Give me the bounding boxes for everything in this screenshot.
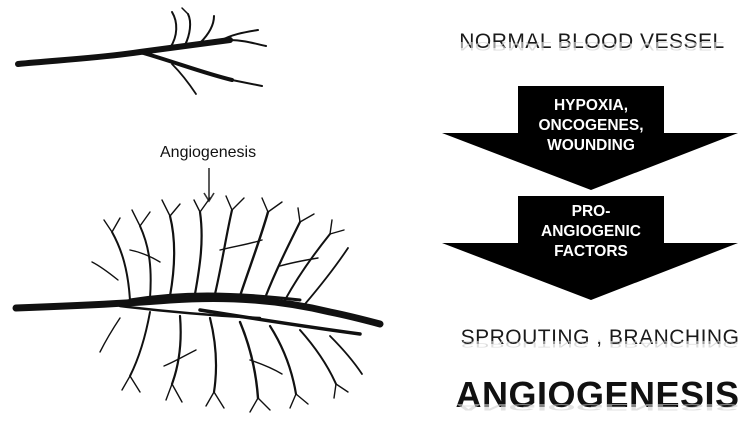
step2-text: PRO- ANGIOGENIC FACTORS [518,202,664,262]
step1-line3: WOUNDING [518,136,664,156]
step2-line3: FACTORS [518,242,664,262]
step2-line2: ANGIOGENIC [518,222,664,242]
normal-vessel [18,8,266,94]
normal-vessel-title-reflection: NORMAL BLOOD VESSEL [442,39,742,52]
step1-line2: ONCOGENES, [518,116,664,136]
angiogenesis-arrow [204,168,214,201]
sprouting-vessel [16,196,380,412]
angiogenesis-label: Angiogenesis [160,144,256,162]
sprouting-branching-reflection: SPROUTING , BRANCHING [450,338,750,349]
step1-line1: HYPOXIA, [518,96,664,116]
angiogenesis-title-reflection: ANGIOGENESIS [442,402,753,413]
step2-line1: PRO- [518,202,664,222]
step1-text: HYPOXIA, ONCOGENES, WOUNDING [518,96,664,156]
